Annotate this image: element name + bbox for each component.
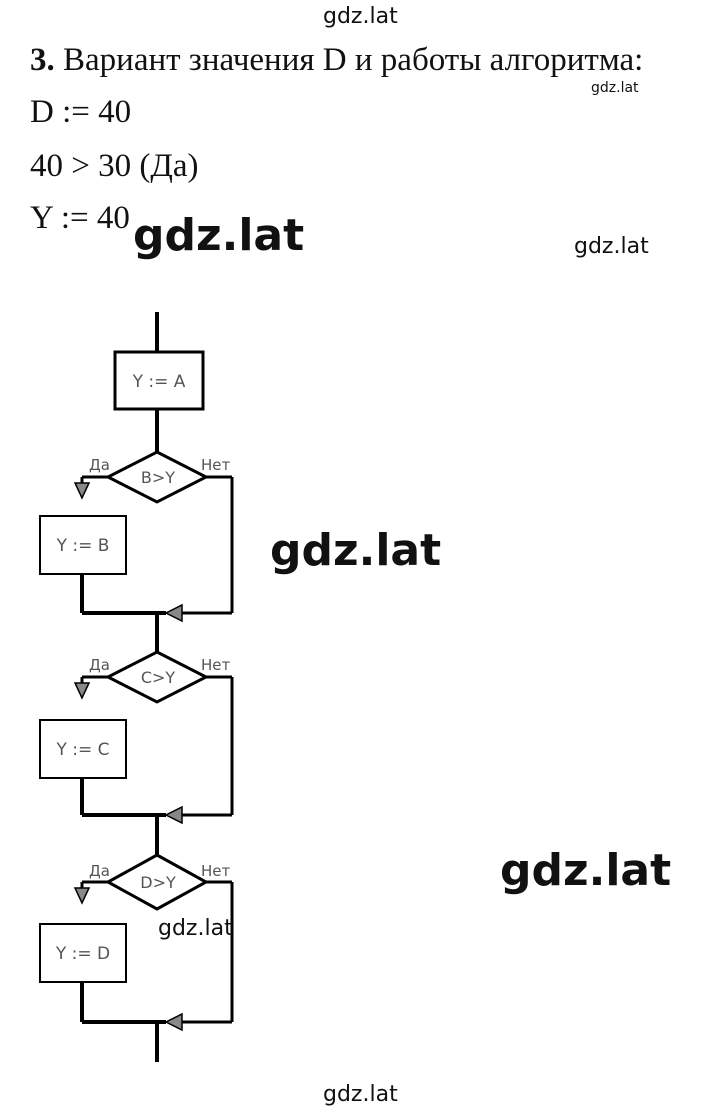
watermark-heading-small: gdz.lat [591,80,639,96]
action-box-label: Y := D [55,944,110,964]
watermark-big-1: gdz.lat [133,210,305,261]
decision-step-1: B>Y Да Нет Y := B [39,450,234,652]
merge-arrow-icon [164,603,183,623]
watermark-top: gdz.lat [323,4,398,29]
task-heading: 3. Вариант значения D и работы алгоритма… [30,42,643,79]
decision-label: D>Y [140,873,176,892]
watermark-big-3: gdz.lat [500,845,672,896]
decision-diamond [104,853,210,911]
no-label: Нет [201,456,231,474]
decision-diamond [104,450,210,504]
yes-arrow-icon [73,682,91,700]
task-line-1: D := 40 [30,94,132,130]
yes-label: Да [89,862,110,880]
action-box-label: Y := C [55,740,109,760]
flowchart-diagram: Y := A B>Y Да Нет Y := B C>Y Да Нет Y :=… [39,312,234,1062]
decision-step-2: C>Y Да Нет Y := C [39,650,234,855]
no-label: Нет [201,656,231,674]
yes-arrow-icon [73,887,91,905]
task-line-2: 40 > 30 (Да) [30,148,199,184]
decision-label: C>Y [141,668,176,687]
watermark-right-1: gdz.lat [574,234,649,259]
task-number: 3. [30,42,55,78]
yes-label: Да [89,456,110,474]
merge-arrow-icon [164,1012,183,1032]
action-box [39,719,127,779]
yes-arrow-icon [73,482,91,500]
decision-label: B>Y [141,468,175,487]
decision-step-3: D>Y Да Нет Y := D [39,853,234,1062]
watermark-bottom: gdz.lat [323,1082,398,1107]
no-label: Нет [201,862,231,880]
watermark-chart-small: gdz.lat [158,916,233,941]
merge-arrow-icon [164,805,183,825]
start-box-label: Y := A [132,372,186,392]
task-heading-text: Вариант значения D и работы алгоритма: [63,42,644,78]
action-box [39,923,127,983]
watermark-big-2: gdz.lat [270,525,442,576]
yes-label: Да [89,656,110,674]
task-line-3: Y := 40 [30,200,130,236]
decision-diamond [104,650,210,704]
action-box-label: Y := B [56,536,110,556]
